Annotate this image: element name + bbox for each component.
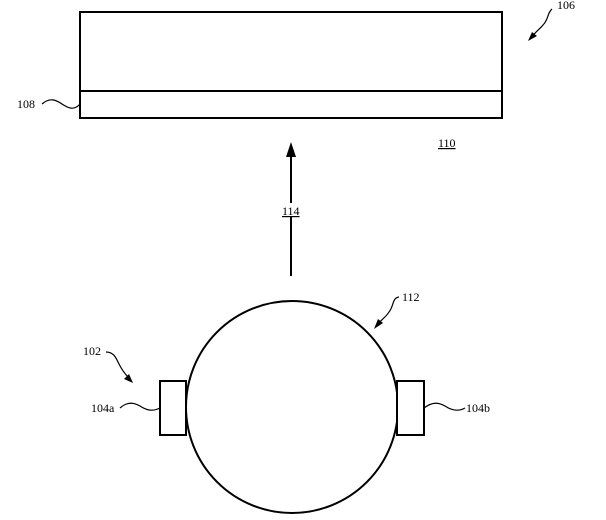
label-108: 108: [17, 97, 35, 111]
label-102: 102: [83, 344, 101, 358]
module-104b: [396, 380, 425, 436]
label-114: 114: [282, 204, 300, 218]
label-110: 110: [438, 136, 456, 150]
label-102-arrowhead: [124, 374, 133, 383]
panel-106: [79, 11, 503, 119]
label-108-leader: [41, 99, 81, 109]
label-104b-leader: [423, 402, 466, 411]
label-104b: 104b: [466, 401, 490, 415]
direction-arrowhead: [286, 142, 296, 157]
label-112-arrowhead: [374, 319, 383, 329]
label-104a-leader: [119, 402, 161, 411]
label-112: 112: [402, 290, 420, 304]
label-104a: 104a: [91, 401, 115, 415]
label-106: 106: [557, 0, 575, 12]
label-102-leader: [105, 351, 130, 379]
label-112-leader: [377, 296, 400, 325]
label-106-leader: [531, 8, 553, 38]
arrow-label-background: [281, 203, 303, 217]
sphere-112: [185, 300, 399, 514]
panel-rectangle: [79, 11, 503, 119]
module-104a: [159, 380, 187, 436]
label-106-arrowhead: [528, 32, 537, 41]
